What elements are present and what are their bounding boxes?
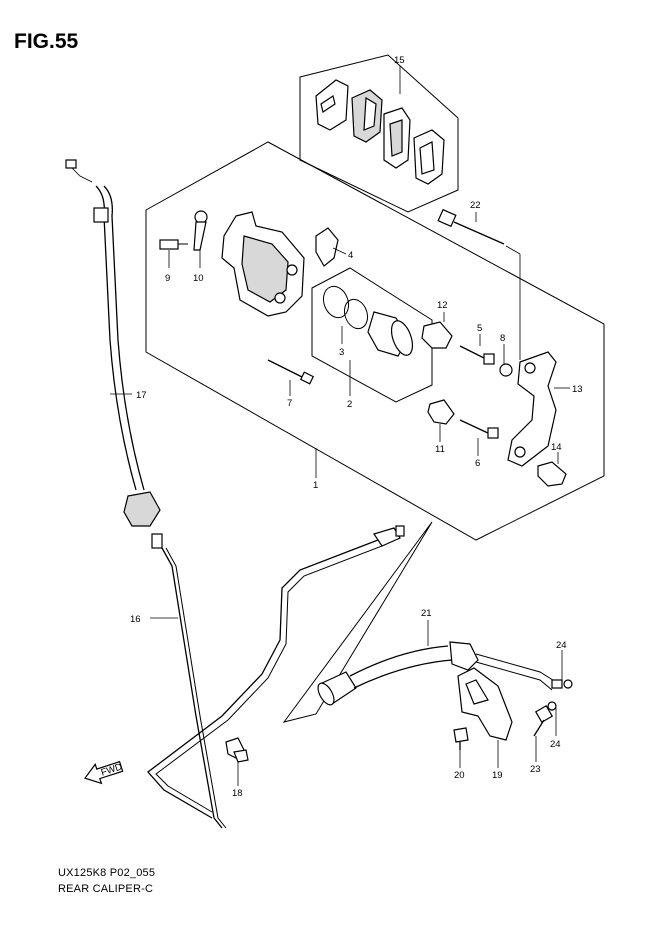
leader-lines <box>110 66 570 786</box>
caliper-assembly-box <box>145 141 605 541</box>
bracket-mount-bolt <box>453 727 469 750</box>
callout-12: 12 <box>437 300 448 311</box>
brake-pads <box>315 79 445 185</box>
callout-18: 18 <box>232 788 243 799</box>
piston-box <box>311 267 433 403</box>
forward-direction-arrow: FWD <box>83 760 124 785</box>
pin-boot-lower <box>427 399 455 425</box>
hose-mount-bolt <box>533 704 554 737</box>
caliper-pin <box>267 359 315 385</box>
callout-16: 16 <box>130 614 141 625</box>
hose-bracket <box>457 667 513 741</box>
bracket-bolt <box>437 208 505 245</box>
callout-5: 5 <box>477 323 482 334</box>
bleeder-cap <box>193 210 208 251</box>
fwd-label: FWD <box>100 761 124 778</box>
callout-14: 14 <box>551 442 562 453</box>
callout-20: 20 <box>454 770 465 781</box>
callout-13: 13 <box>572 384 583 395</box>
callout-labels: 15 22 4 9 10 12 5 8 3 13 7 2 14 11 6 17 … <box>130 55 583 799</box>
hose-group-triangle <box>282 521 433 723</box>
callout-7: 7 <box>287 398 292 409</box>
pad-spring <box>315 227 339 267</box>
callout-3: 3 <box>339 347 344 358</box>
callout-8: 8 <box>500 333 505 344</box>
callout-24a: 24 <box>556 640 567 651</box>
callout-9: 9 <box>165 273 170 284</box>
callout-10: 10 <box>193 273 204 284</box>
hose-washer-upper <box>563 679 573 689</box>
brake-piston <box>367 311 414 357</box>
callout-1: 1 <box>313 480 318 491</box>
figure-title: FIG.55 <box>14 30 79 53</box>
line-clip <box>225 737 249 763</box>
caliper-body <box>221 211 305 317</box>
callout-4: 4 <box>348 250 353 261</box>
bracket-sleeve <box>537 461 567 487</box>
callout-21: 21 <box>421 608 432 619</box>
callout-17: 17 <box>136 390 147 401</box>
hose-washer-lower <box>547 701 557 711</box>
footer-name: REAR CALIPER-C <box>58 883 154 895</box>
callout-24b: 24 <box>550 739 561 750</box>
flexible-hose <box>317 641 563 706</box>
callout-22: 22 <box>470 200 481 211</box>
piston-seal-inner <box>343 298 369 330</box>
metal-brake-line <box>147 525 405 819</box>
slide-bolt-lower <box>459 419 499 439</box>
caliper-bracket <box>507 351 557 467</box>
washer <box>499 363 513 377</box>
callout-15: 15 <box>394 55 405 66</box>
pin-boot-upper <box>421 321 453 349</box>
callout-23: 23 <box>530 764 541 775</box>
callout-6: 6 <box>475 458 480 469</box>
callout-19: 19 <box>492 770 503 781</box>
footer-code: UX125K8 P02_055 <box>58 867 156 879</box>
bleeder-valve <box>159 239 188 250</box>
pad-set-box <box>299 54 459 213</box>
callout-11: 11 <box>435 444 445 455</box>
brake-lever-cable <box>151 533 227 829</box>
slide-bolt-upper <box>459 345 495 365</box>
piston-seal-outer <box>322 285 350 319</box>
callout-2: 2 <box>347 399 352 410</box>
brake-hose <box>65 159 161 527</box>
